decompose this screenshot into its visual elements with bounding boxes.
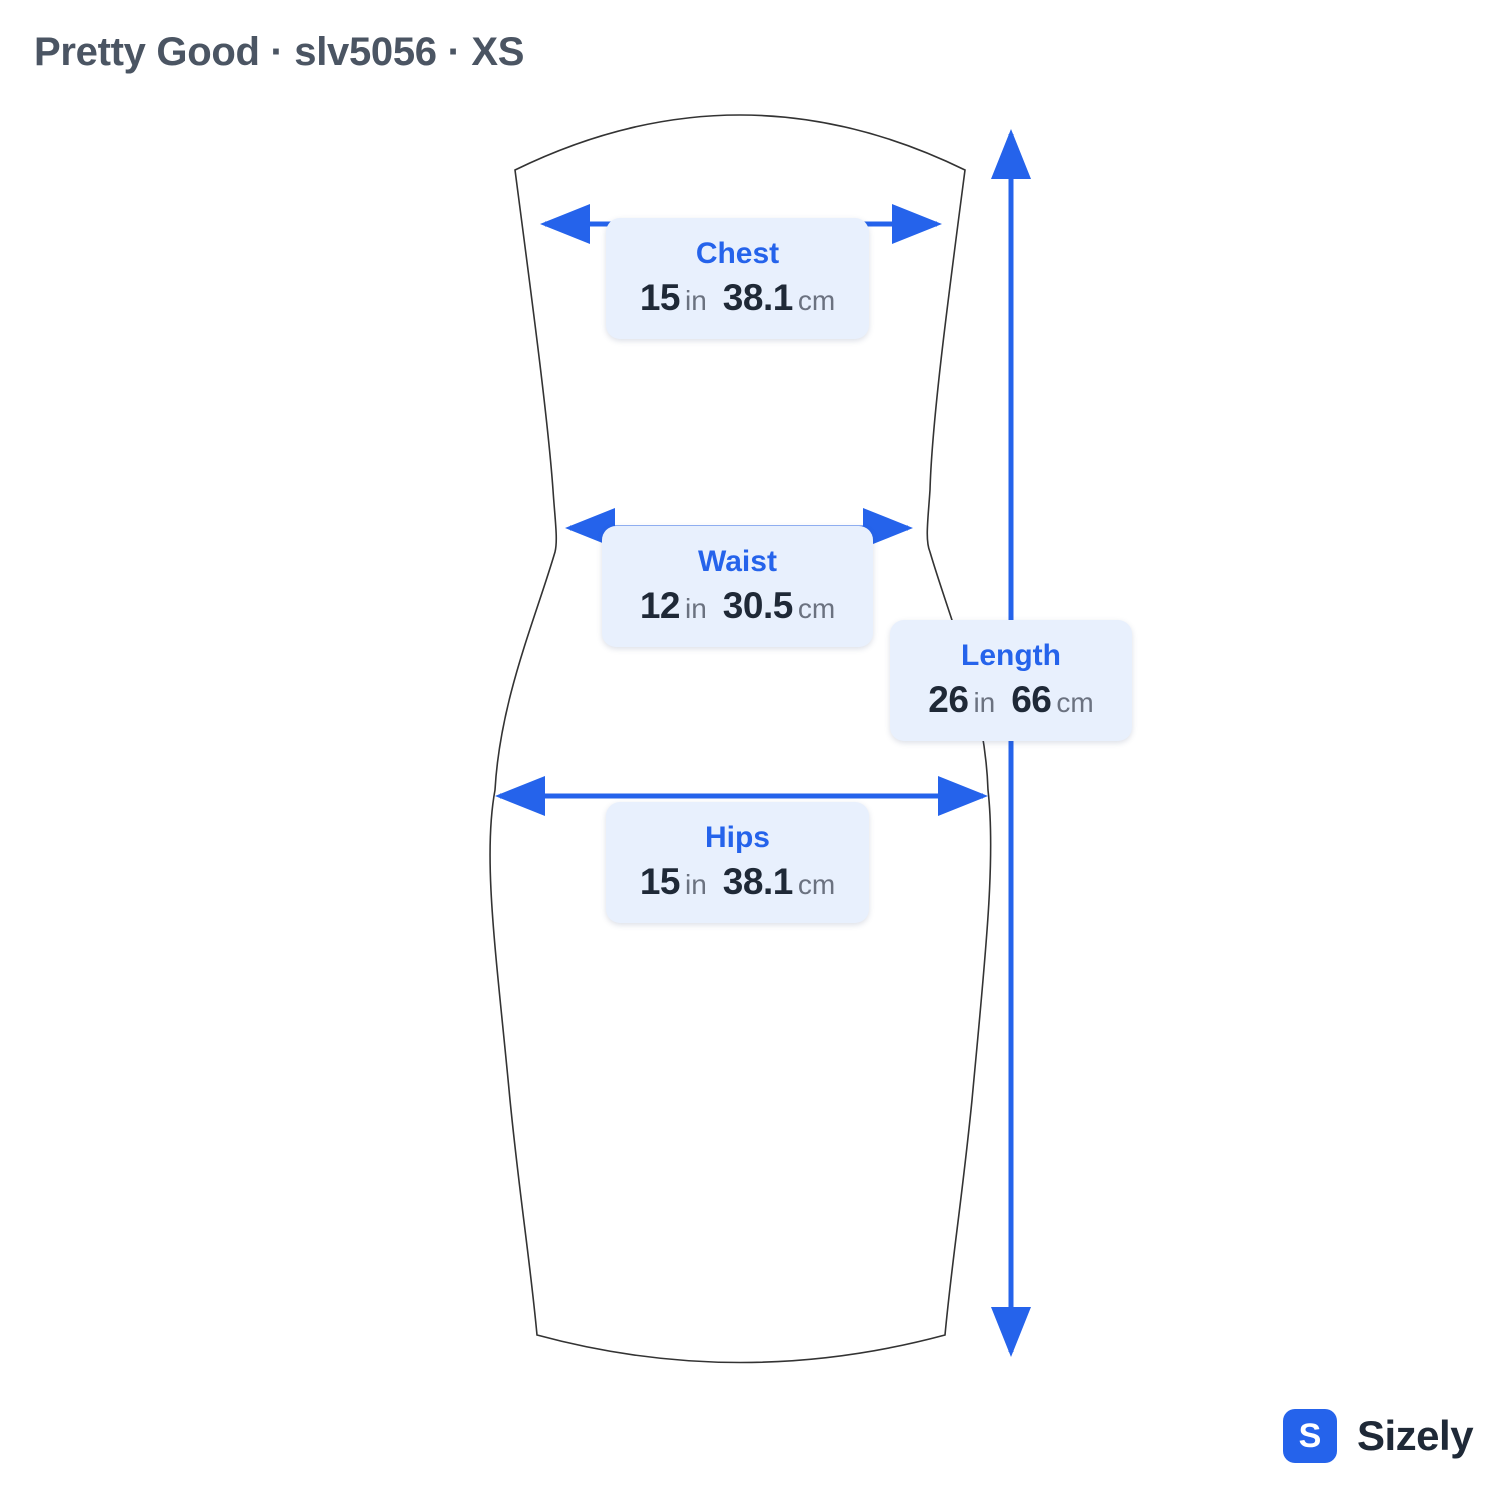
chest-cm-unit: cm [797, 285, 836, 317]
waist-cm-value: 30.5 [722, 585, 794, 627]
hips-cm-value: 38.1 [722, 861, 794, 903]
waist-label: Waist [698, 545, 777, 579]
length-cm-value: 66 [1011, 679, 1052, 721]
chest-label: Chest [695, 237, 780, 271]
hips-inches-value: 15 [639, 861, 681, 903]
waist-measurement-card: Waist 12 in 30.5 cm [602, 526, 873, 647]
length-label: Length [961, 639, 1061, 673]
waist-inches-value: 12 [639, 585, 681, 627]
hips-measurement-card: Hips 15 in 38.1 cm [606, 802, 869, 923]
dress-outline [489, 114, 992, 1364]
length-measurement-card: Length 26 in 66 cm [890, 620, 1132, 741]
sizely-logo-icon: S [1283, 1409, 1337, 1463]
hips-label: Hips [704, 821, 770, 855]
length-inches-unit: in [973, 687, 996, 719]
brand-footer: S Sizely [1283, 1409, 1474, 1463]
chest-measurement-card: Chest 15 in 38.1 cm [606, 218, 869, 339]
chest-inches-unit: in [685, 285, 707, 317]
waist-inches-unit: in [685, 593, 707, 625]
hips-cm-unit: cm [797, 869, 836, 901]
brand-name: Sizely [1357, 1412, 1474, 1459]
waist-cm-unit: cm [797, 593, 836, 625]
page-title: Pretty Good · slv5056 · XS [34, 30, 525, 74]
hips-inches-unit: in [685, 869, 707, 901]
length-cm-unit: cm [1056, 687, 1094, 719]
chest-cm-value: 38.1 [722, 277, 794, 319]
length-inches-value: 26 [928, 679, 969, 721]
chest-inches-value: 15 [639, 277, 681, 319]
